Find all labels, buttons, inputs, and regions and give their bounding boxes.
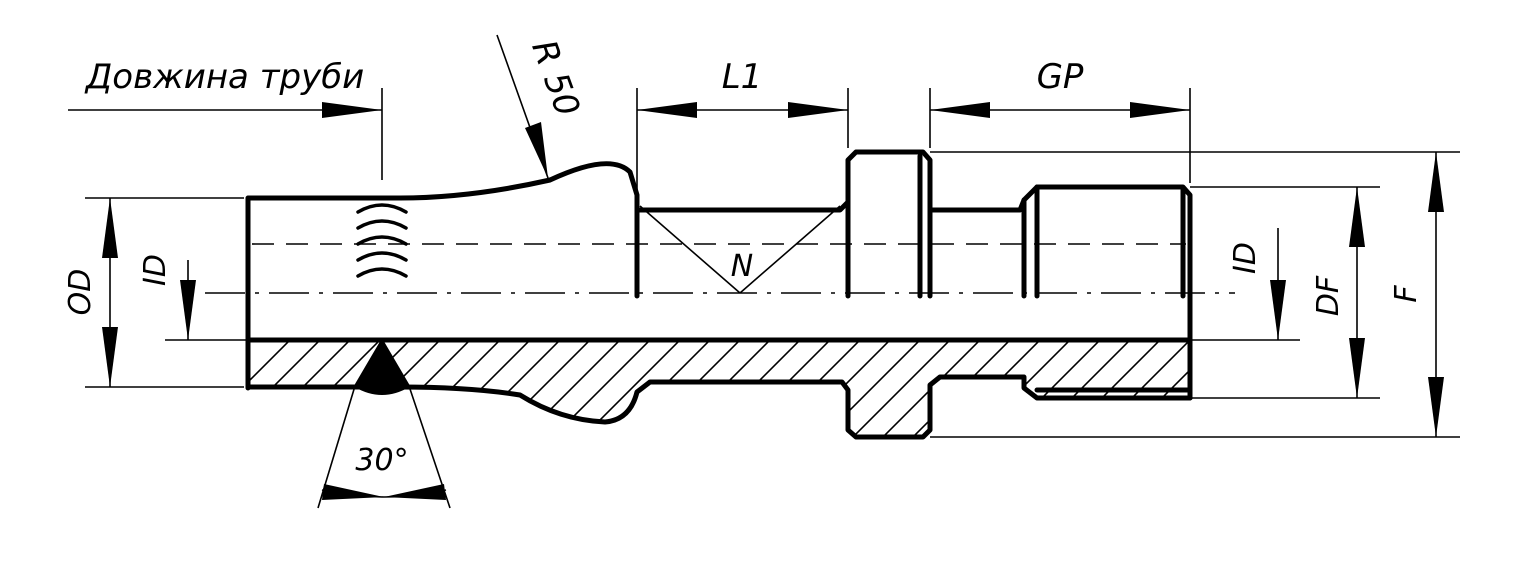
weld-mark-4 xyxy=(356,251,408,262)
dimension-l1: L1 xyxy=(637,57,848,118)
od-label: OD xyxy=(63,269,98,316)
dimension-f: F xyxy=(1389,152,1444,437)
dimension-pipe-length: Довжина труби xyxy=(68,57,382,118)
f-label: F xyxy=(1389,285,1424,303)
hatch-line xyxy=(629,340,751,437)
lower-contour xyxy=(245,374,1193,440)
dimension-od: OD xyxy=(63,198,118,387)
dimension-gp: GP xyxy=(930,57,1190,118)
thread-body xyxy=(1021,184,1193,401)
hatch-line xyxy=(1200,330,1320,450)
radius-label: R 50 xyxy=(523,35,587,122)
part-outline xyxy=(245,149,1193,440)
weld-mark-3 xyxy=(356,235,408,246)
radius-leader: R 50 xyxy=(496,34,587,179)
hatch-line xyxy=(779,340,901,437)
hatch-line xyxy=(929,340,1051,437)
hatch-line xyxy=(599,340,721,437)
hatch-line xyxy=(1230,330,1350,450)
pipe-length-label: Довжина труби xyxy=(84,57,365,97)
dimension-df: DF xyxy=(1311,187,1365,398)
hatch-line xyxy=(659,340,781,437)
weld-seam xyxy=(353,203,411,395)
dimension-id-left: ID xyxy=(138,254,196,340)
hatch-line xyxy=(809,340,931,437)
cone-line-left xyxy=(639,205,741,294)
hatch-line xyxy=(1290,330,1410,450)
weld-mark-1 xyxy=(356,203,408,214)
dimension-id-right: ID xyxy=(1228,228,1286,340)
cone-line-right xyxy=(739,205,841,294)
extension-lines xyxy=(85,88,1460,509)
hatch-line xyxy=(509,340,631,437)
hatch-line xyxy=(719,340,841,437)
hatch-line xyxy=(248,340,361,437)
weld-mark-2 xyxy=(356,219,408,230)
upper-neck xyxy=(634,199,851,299)
dimension-weld-angle: 30° xyxy=(321,443,447,500)
l1-label: L1 xyxy=(722,57,763,97)
weld-mark-5 xyxy=(356,267,408,278)
hatch-line xyxy=(248,340,331,437)
hatch-line xyxy=(689,340,811,437)
hatch-line xyxy=(899,340,1021,437)
id-right-label: ID xyxy=(1228,242,1263,274)
df-label: DF xyxy=(1311,275,1346,316)
hatch-line xyxy=(248,340,301,437)
gp-label: GP xyxy=(1037,57,1084,97)
n-label: N xyxy=(731,249,753,284)
hatch-line xyxy=(839,340,961,437)
collar xyxy=(845,149,1027,299)
id-left-label: ID xyxy=(138,254,173,286)
upper-contour xyxy=(245,161,640,391)
hatch-line xyxy=(569,340,691,437)
angle-label: 30° xyxy=(355,443,408,478)
